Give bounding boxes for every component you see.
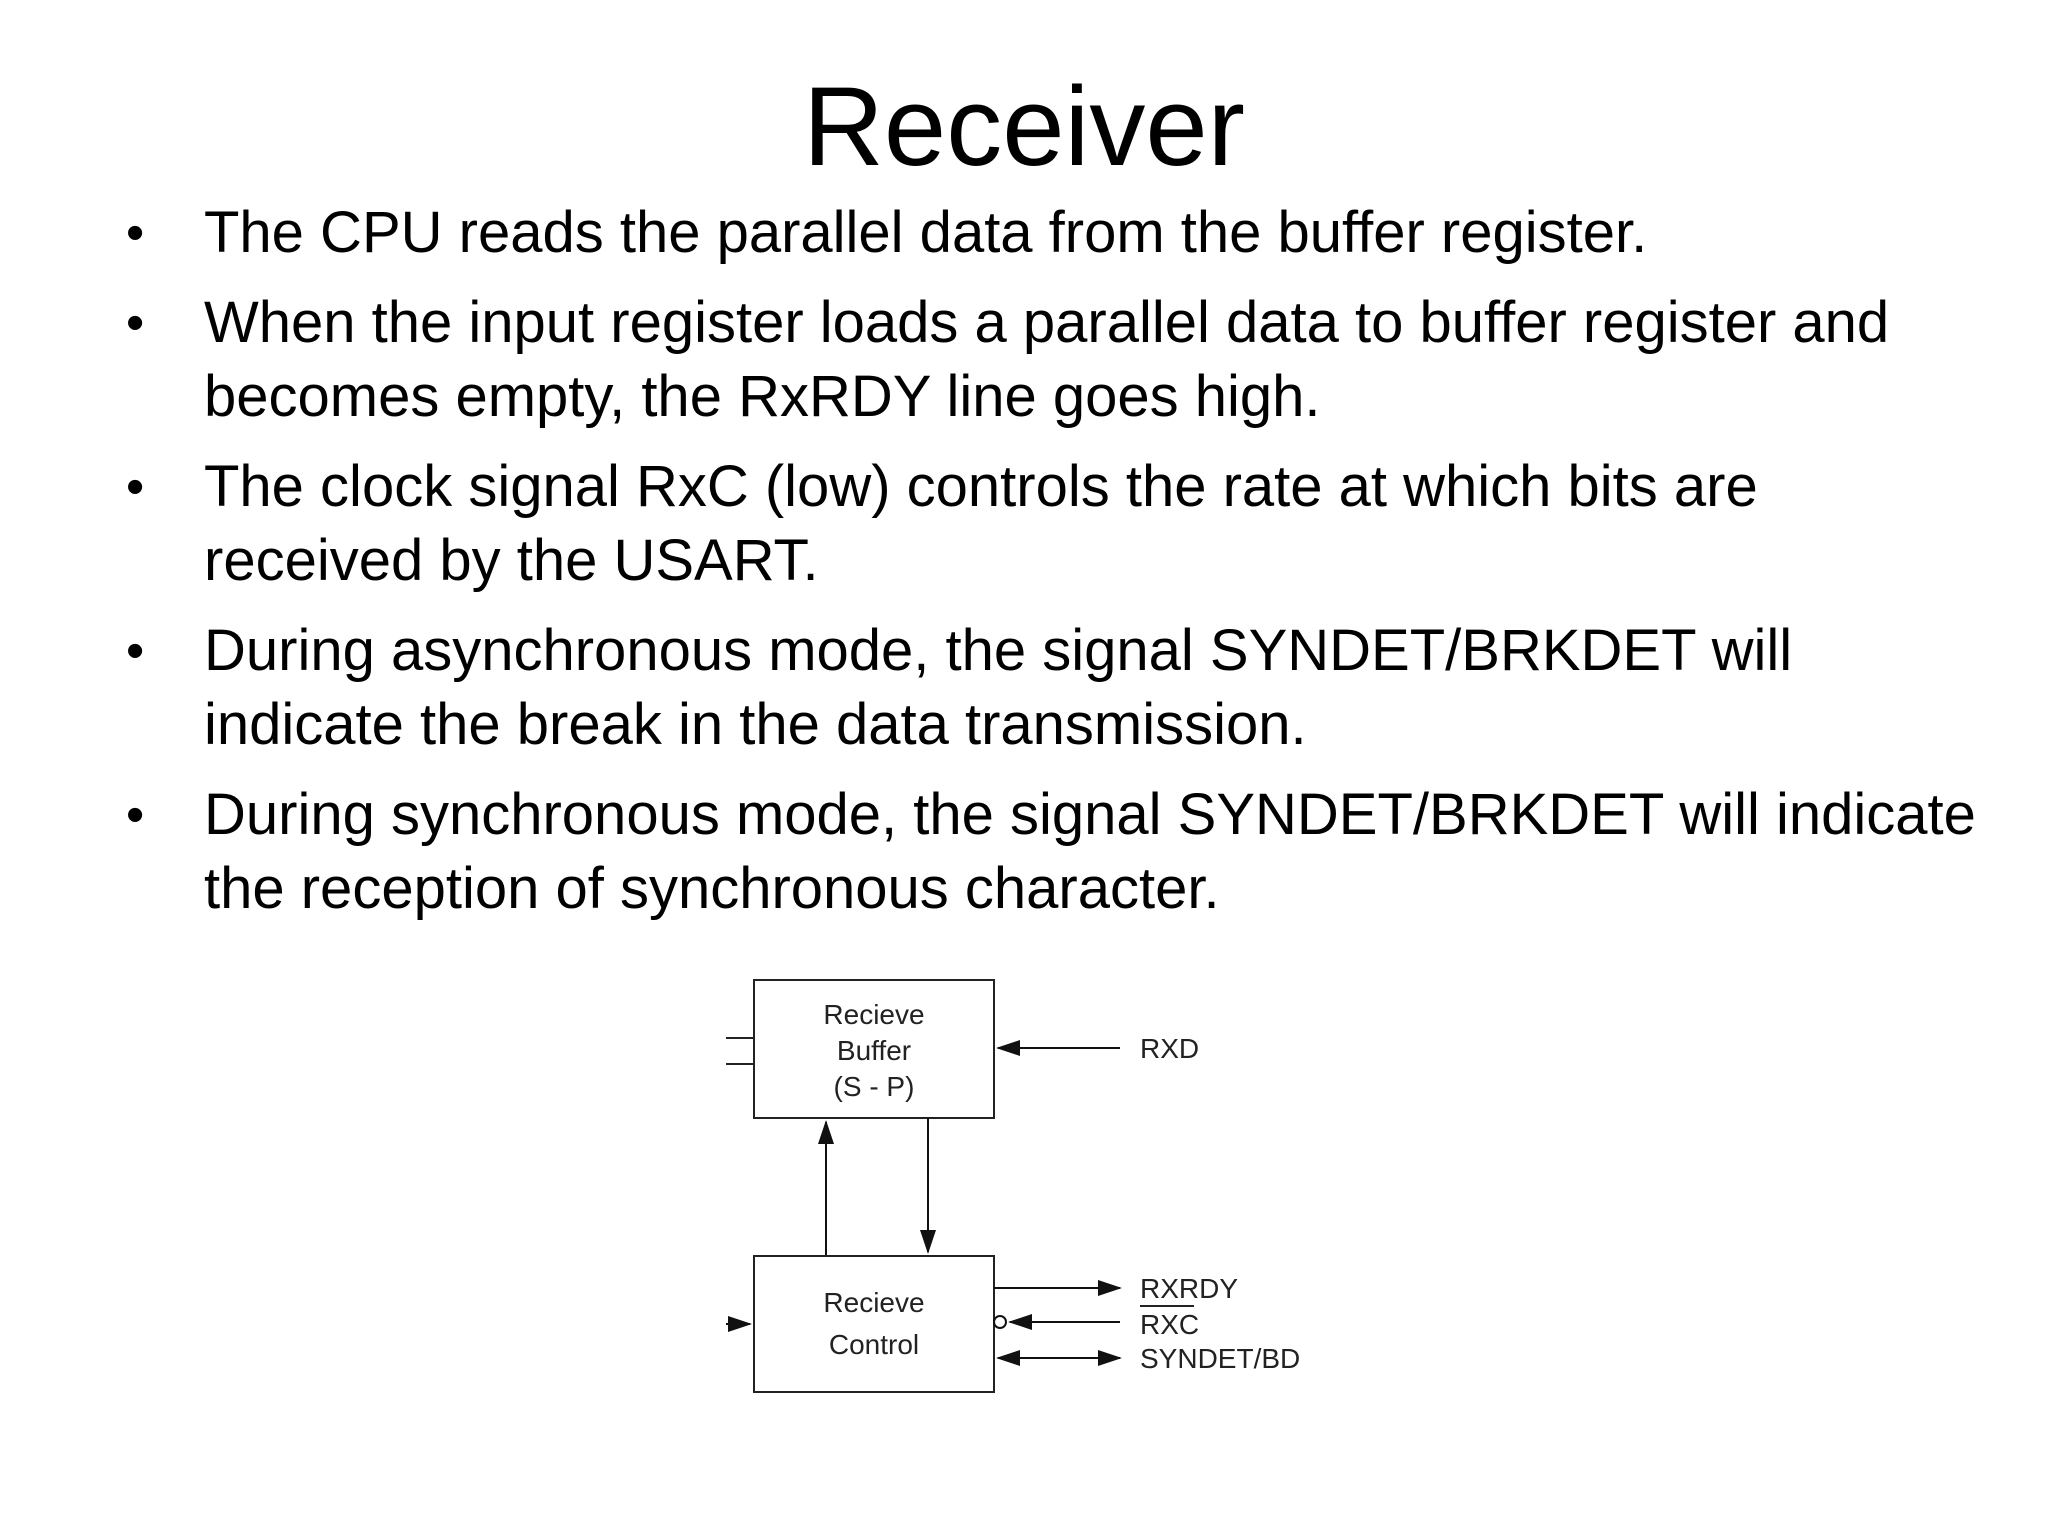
bullet-text: The CPU reads the parallel data from the…: [204, 200, 1648, 265]
bullet-item: • During asynchronous mode, the signal S…: [122, 614, 1982, 762]
slide-title: Receiver: [803, 64, 1245, 189]
buffer-label-line1: Recieve: [823, 999, 924, 1030]
rxd-label: RXD: [1140, 1033, 1199, 1064]
bullet-item: • During synchronous mode, the signal SY…: [122, 778, 1982, 926]
buffer-label-line2: Buffer: [837, 1035, 911, 1066]
bullet-icon: •: [126, 204, 145, 262]
receiver-block-diagram: Recieve Buffer (S - P) RXD Recieve Contr…: [726, 979, 1300, 1393]
control-label-line1: Recieve: [823, 1287, 924, 1318]
bullet-item: • The CPU reads the parallel data from t…: [122, 196, 1982, 270]
bullet-item: • When the input register loads a parall…: [122, 286, 1982, 434]
bullet-text: When the input register loads a parallel…: [204, 290, 1890, 429]
bullet-icon: •: [126, 622, 145, 680]
bullet-text: During synchronous mode, the signal SYND…: [204, 782, 1976, 921]
bullet-item: • The clock signal RxC (low) controls th…: [122, 450, 1982, 598]
bullet-text: The clock signal RxC (low) controls the …: [204, 454, 1758, 593]
bullet-list: • The CPU reads the parallel data from t…: [122, 196, 1982, 942]
rxc-inversion-bubble: [993, 1315, 1007, 1329]
syndet-label: SYNDET/BD: [1140, 1343, 1300, 1374]
receive-control-block: [753, 1255, 995, 1393]
control-label-line2: Control: [829, 1329, 919, 1360]
bullet-text: During asynchronous mode, the signal SYN…: [204, 618, 1793, 757]
bullet-icon: •: [126, 458, 145, 516]
bullet-icon: •: [126, 294, 145, 352]
buffer-label-line3: (S - P): [834, 1071, 915, 1102]
bullet-icon: •: [126, 786, 145, 844]
rxrdy-label: RXRDY: [1140, 1273, 1238, 1304]
rxc-label: RXC: [1140, 1309, 1199, 1340]
receive-buffer-block: [753, 979, 995, 1119]
